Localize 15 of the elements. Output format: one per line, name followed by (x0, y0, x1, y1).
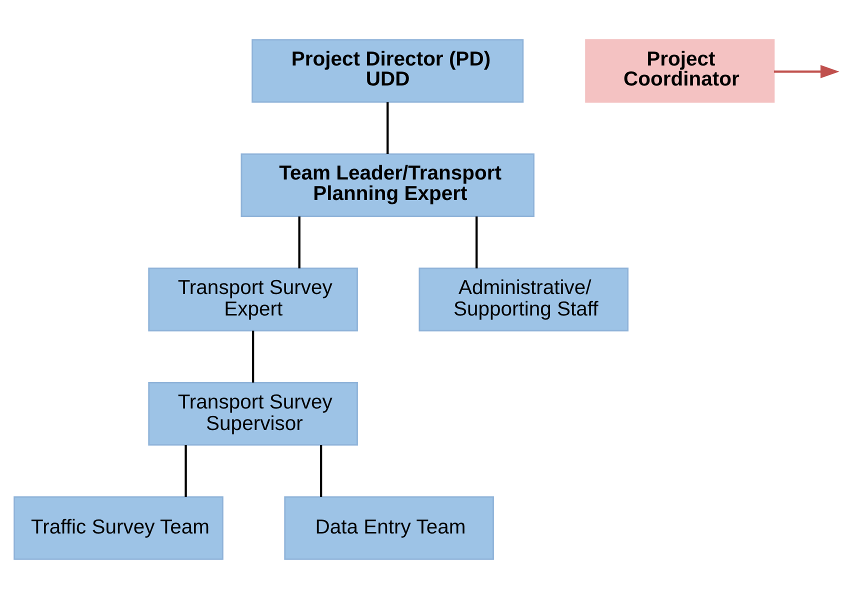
connector (252, 330, 254, 383)
node-box: Transport Survey Supervisor (148, 382, 358, 446)
node-box: Project Coordinator (585, 39, 775, 103)
connector (184, 445, 187, 497)
connector (476, 216, 478, 268)
node-box: Transport Survey Expert (148, 268, 358, 332)
node-box: Administrative/ Supporting Staff (418, 268, 629, 332)
arrow (774, 65, 840, 78)
node-box: Team Leader/Transport Planning Expert (240, 153, 534, 218)
node-box: Project Director (PD) UDD (252, 39, 524, 103)
connector (298, 216, 300, 268)
node-box: Traffic Survey Team (14, 496, 224, 560)
connector (320, 445, 322, 497)
node-box: Data Entry Team (284, 496, 494, 560)
connector (386, 102, 389, 154)
